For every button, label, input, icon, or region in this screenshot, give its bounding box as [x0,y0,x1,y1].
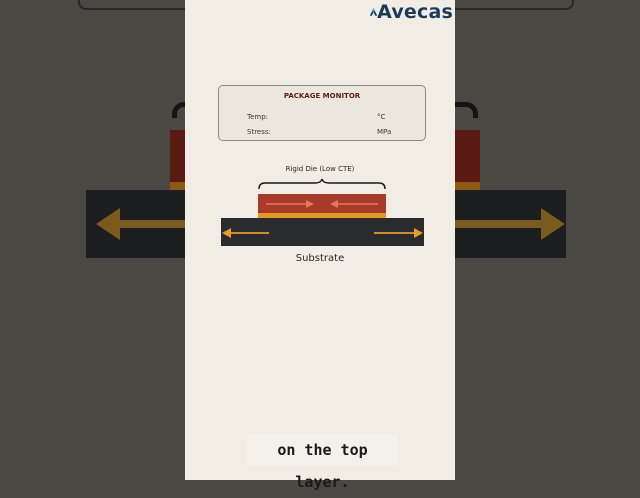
curly-bracket-icon [258,178,386,190]
avecas-logo-icon [369,8,378,16]
die-label: Rigid Die (Low CTE) [285,165,355,173]
background-left-arrow-icon [96,208,216,240]
brand-logo: Avecas [369,1,453,23]
die-right-arrow-icon [266,200,314,208]
temp-unit: °C [377,113,386,121]
substrate-right-arrow-icon [374,228,423,238]
brand-name: Avecas [377,1,453,23]
substrate-left-arrow-icon [222,228,269,238]
substrate [221,218,424,246]
video-panel: Avecas PACKAGE MONITOR Temp: °C Stress: … [185,0,455,480]
subtitle-caption: on the top layer. [247,434,398,491]
die-left-arrow-icon [330,200,378,208]
stress-label: Stress: [247,128,271,136]
substrate-label: Substrate [295,253,345,264]
package-monitor: PACKAGE MONITOR Temp: °C Stress: MPa [218,85,426,141]
temp-label: Temp: [247,113,269,121]
stress-unit: MPa [377,128,392,136]
monitor-title: PACKAGE MONITOR [283,92,361,100]
die-underfill-layer [258,213,386,218]
rigid-die [258,194,386,213]
background-right-arrow-icon [445,208,565,240]
